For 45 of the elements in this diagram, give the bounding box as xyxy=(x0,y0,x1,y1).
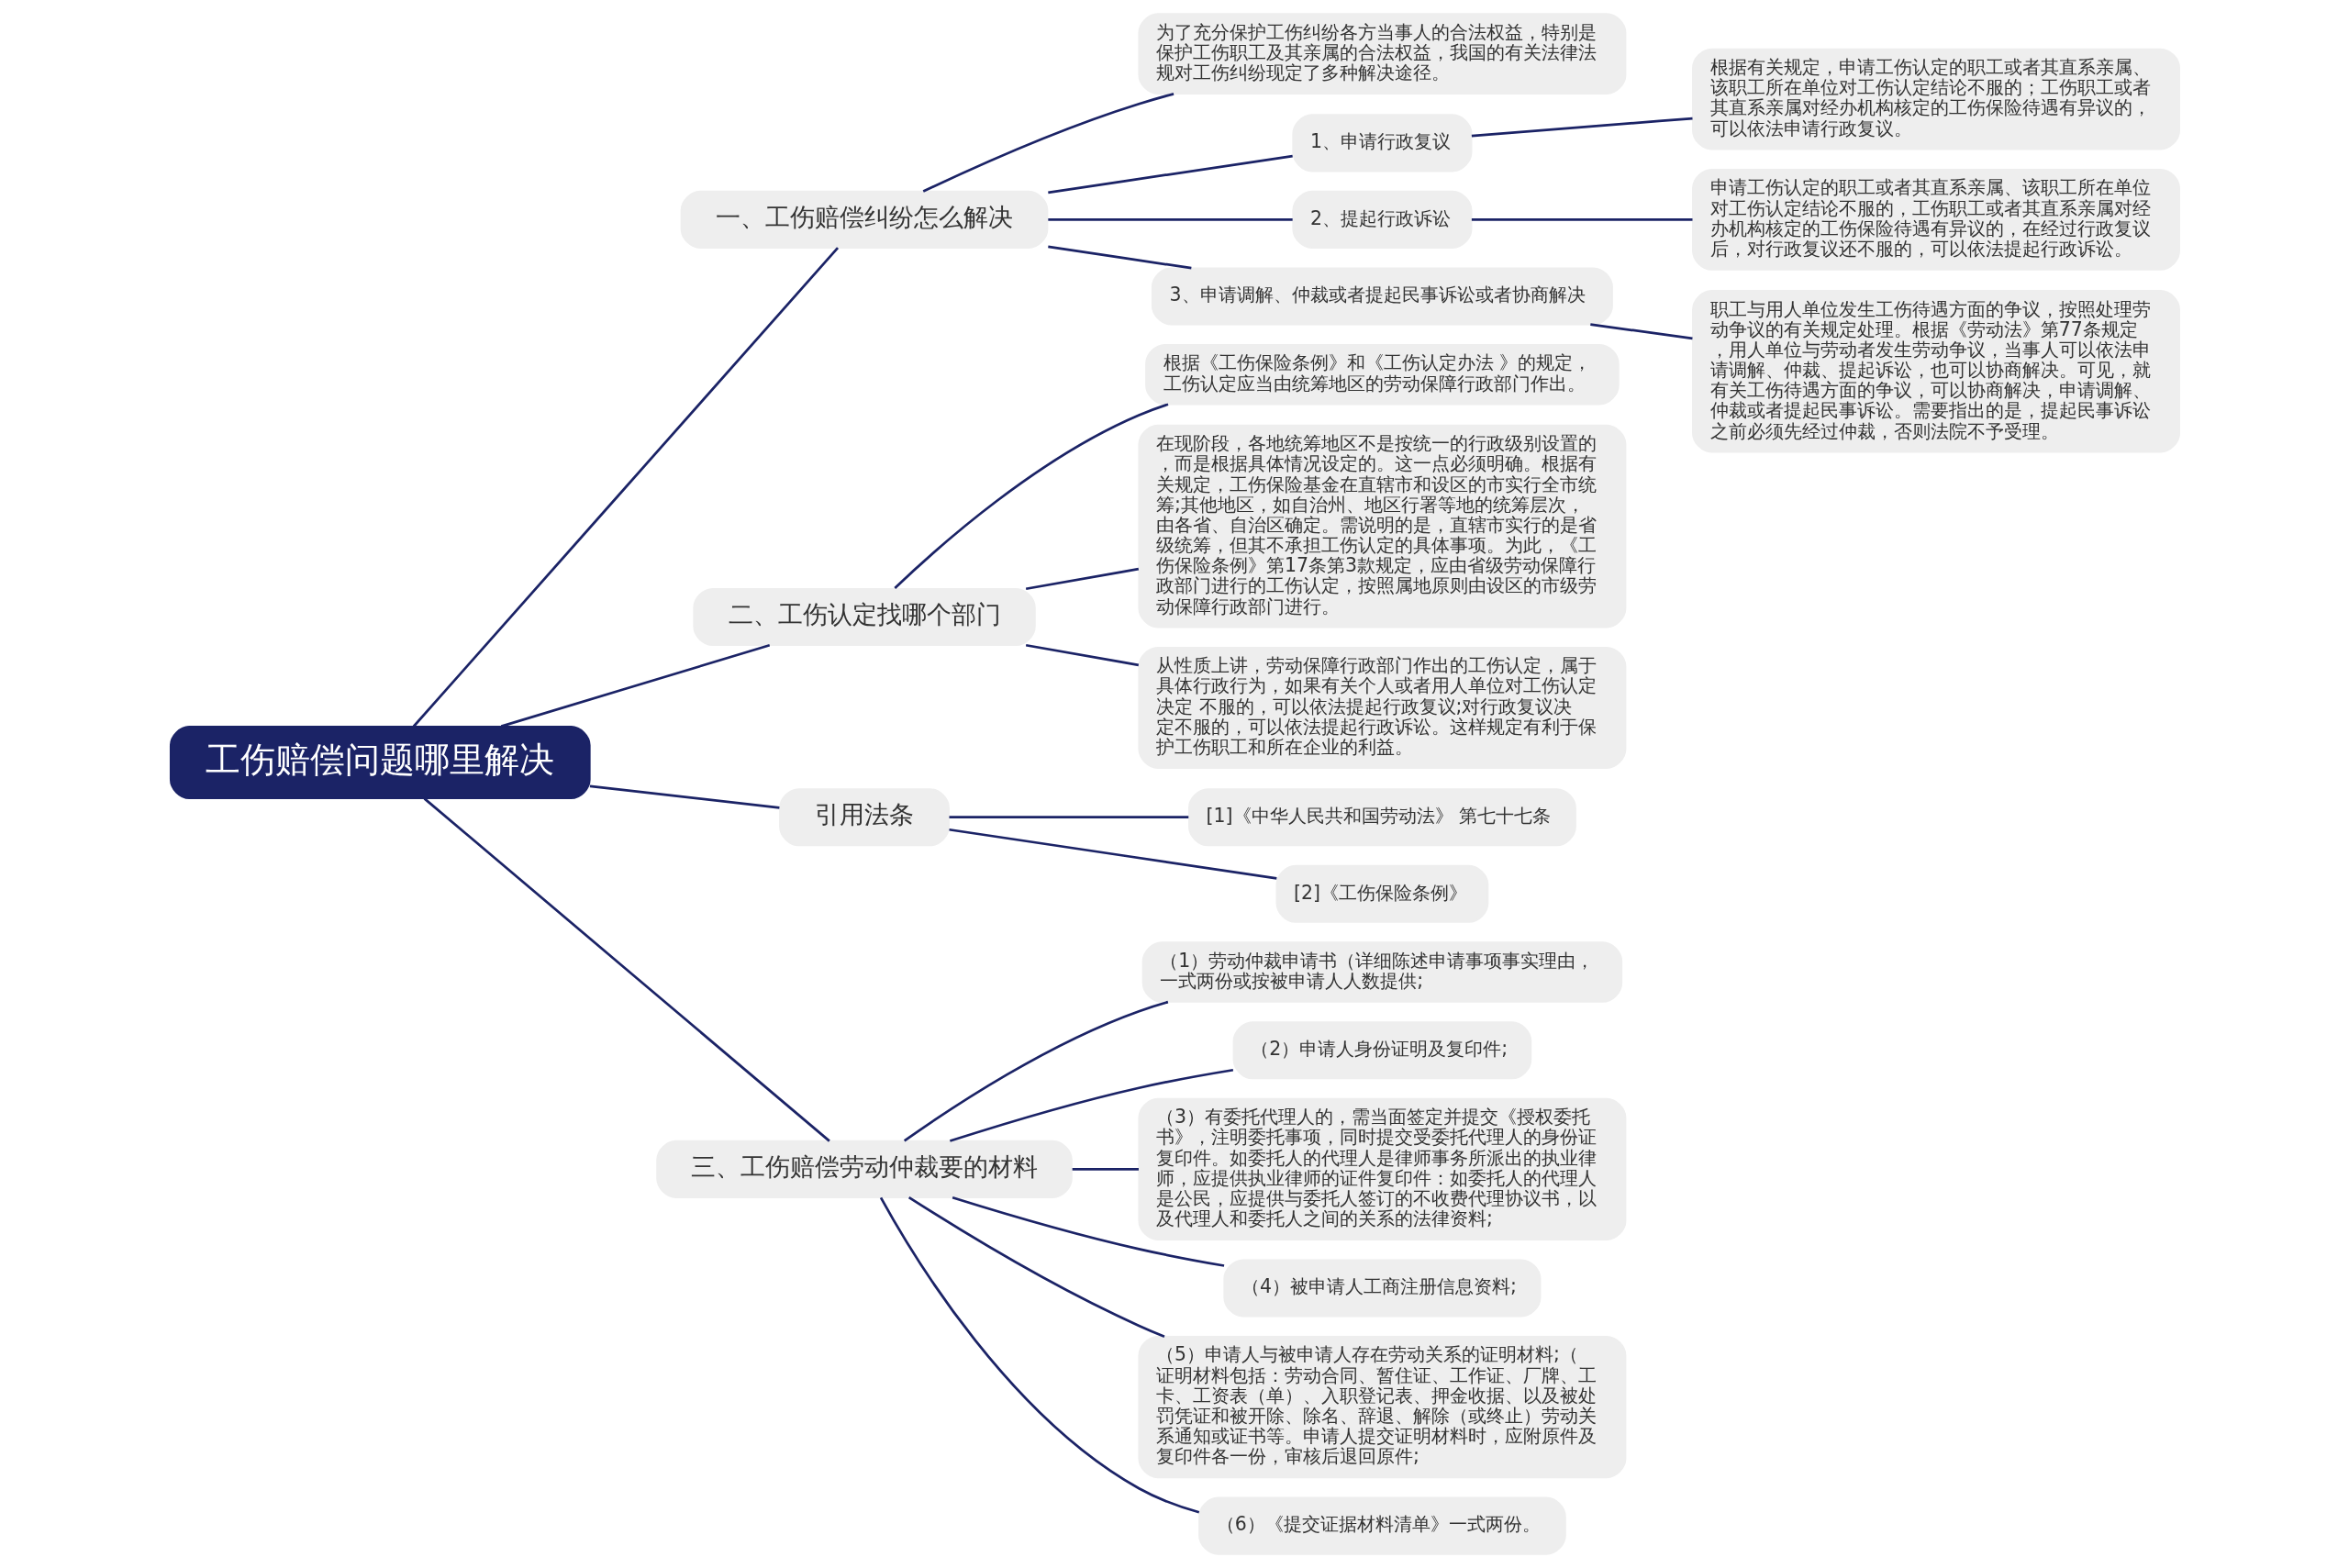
node-box: 根据有关规定，申请工伤认定的职工或者其直系亲属、该职工所在单位对工伤认定结论不服的；工伤职工或者其直系亲属对经办机构核定的工伤保险待遇有异议的，可以依法申请行政复议。 xyxy=(1691,48,2180,150)
node-box: （5）申请人与被申请人存在劳动关系的证明材料;（证明材料包括：劳动合同、暂住证、工作证、厂牌、工卡、工资表（单）、入职登记表、押金收据、以及被处罚凭证和被开除、除名、辞退、解除（或终止）劳动关系通知或证书等。申请人提交证明材料时，应附原件及复印件各一份，审核后退回原件; xyxy=(1137,1335,1626,1479)
connector xyxy=(949,816,1188,819)
connector xyxy=(907,1195,1164,1339)
connector xyxy=(903,1000,1168,1142)
connector xyxy=(589,784,780,809)
node-box: （3）有委托代理人的，需当面签定并提交《授权委托书》，注明委托事项，同时提交受委托代理人的身份证复印件。如委托人的代理人是律师事务所派出的执业律师，应提供执业律师的证件复印件：如委托人的代理人是公民，应提供与委托人签订的不收费代理协议书，以及代理人和委托人之间的关系的法律资料; xyxy=(1137,1097,1626,1240)
connector xyxy=(1025,567,1139,591)
node-box: 根据《工伤保险条例》和《工伤认定办法 》的规定，工伤认定应当由统筹地区的劳动保障行政部门作出。 xyxy=(1144,343,1620,406)
connector xyxy=(412,247,839,728)
connector xyxy=(952,1195,1224,1267)
node-box: 职工与用人单位发生工伤待遇方面的争议，按照处理劳动争议的有关规定处理。根据《劳动法》第77条规定，用人单位与劳动者发生劳动争议，当事人可以依法申请调解、仲裁、提起诉讼，也可以协商解决。可见，就有关工伤待遇方面的争议，可以协商解决，申请调解、仲裁或者提起民事诉讼。需要指出的是，提起民事诉讼之前必须先经过仲裁，否则法院不予受理。 xyxy=(1691,290,2180,453)
connector xyxy=(1047,245,1192,270)
connector xyxy=(948,828,1277,880)
node-box: [2]《工伤保险条例》 xyxy=(1275,864,1488,923)
node-box: 工伤赔偿问题哪里解决 xyxy=(169,726,591,800)
connector xyxy=(879,1196,1199,1514)
connector xyxy=(949,1068,1233,1142)
node-box: 三、工伤赔偿劳动仲裁要的材料 xyxy=(655,1140,1073,1198)
connector xyxy=(500,643,770,728)
node-box: （4）被申请人工商注册信息资料; xyxy=(1222,1259,1541,1318)
node-box: 2、提起行政诉讼 xyxy=(1291,190,1472,249)
node-box: 一、工伤赔偿纠纷怎么解决 xyxy=(680,190,1048,249)
node-box: 引用法条 xyxy=(778,788,950,847)
connector xyxy=(893,403,1168,590)
node-box: （6）《提交证据材料清单》一式两份。 xyxy=(1197,1496,1566,1555)
connector xyxy=(1047,154,1293,195)
node-box: （2）申请人身份证明及复印件; xyxy=(1232,1021,1531,1080)
node-box: （1）劳动仲裁申请书（详细陈述申请事项事实理由，一式两份或按被申请人人数提供; xyxy=(1141,941,1622,1003)
connector xyxy=(922,93,1174,193)
connector xyxy=(423,797,830,1142)
connector xyxy=(1471,218,1692,221)
node-box: [1]《中华人民共和国劳动法》 第七十七条 xyxy=(1187,788,1576,847)
node-box: 从性质上讲，劳动保障行政部门作出的工伤认定，属于具体行政行为，如果有关个人或者用人单位对工伤认定决定 不服的，可以依法提起行政复议;对行政复议决定不服的，可以依法提起行政诉讼。这样规定有利于保护工伤职工和所在企业的利益。 xyxy=(1137,646,1626,769)
node-box: 为了充分保护工伤纠纷各方当事人的合法权益，特别是保护工伤职工及其亲属的合法权益，我国的有关法律法规对工伤纠纷现定了多种解决途径。 xyxy=(1137,13,1626,95)
connector xyxy=(1589,323,1693,340)
connector xyxy=(1025,643,1139,667)
connector xyxy=(1072,1168,1139,1171)
node-box: 在现阶段，各地统筹地区不是按统一的行政级别设置的，而是根据具体情况设定的。这一点必须明确。根据有关规定，工伤保险基金在直辖市和设区的市实行全市统筹;其他地区，如自治州、地区行署等地的统筹层次，由各省、自治区确定。需说明的是，直辖市实行的是省级统筹，但其不承担工伤认定的具体事项。为此，《工伤保险条例》第17条第3款规定，应由省级劳动保障行政部门进行的工伤认定，按照属地原则由设区的市级劳动保障行政部门进行。 xyxy=(1137,424,1626,628)
node-box: 1、申请行政复议 xyxy=(1291,114,1472,172)
connector xyxy=(1471,117,1693,138)
node-box: 二、工伤认定找哪个部门 xyxy=(692,587,1036,647)
node-box: 3、申请调解、仲裁或者提起民事诉讼或者协商解决 xyxy=(1151,267,1613,326)
node-box: 申请工伤认定的职工或者其直系亲属、该职工所在单位对工伤认定结论不服的，工伤职工或者其直系亲属对经办机构核定的工伤保险待遇有异议的，在经过行政复议后，对行政复议还不服的，可以依法提起行政诉讼。 xyxy=(1691,168,2180,271)
connector xyxy=(1047,218,1293,221)
